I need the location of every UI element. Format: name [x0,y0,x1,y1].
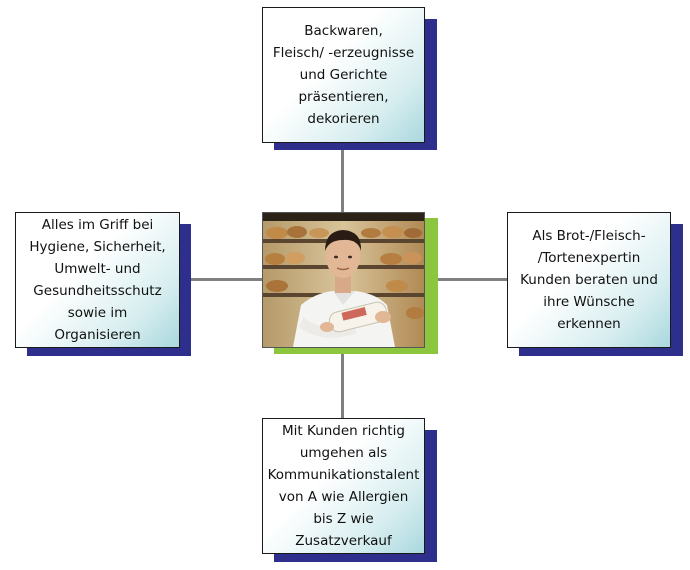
right-box: Als Brot-/Fleisch- /Tortenexpertin Kunde… [507,212,671,348]
bottom-box: Mit Kunden richtig umgehen als Kommunika… [262,418,425,554]
left-box-text: Alles im Griff bei Hygiene, Sicherheit, … [29,214,165,346]
connector-top [341,144,344,212]
connector-left [180,278,262,281]
bottom-line: Kommunikationstalent [267,467,420,483]
center-photo [262,212,425,348]
bottom-line: Zusatzverkauf [295,533,392,549]
bottom-box-text: Mit Kunden richtig umgehen als Kommunika… [268,420,420,552]
top-line: dekorieren [307,111,380,127]
left-line: sowie im [67,305,128,321]
bottom-line: von A wie Allergien [278,489,409,505]
right-line: Kunden beraten und [520,272,658,288]
left-line: Hygiene, Sicherheit, [29,239,166,255]
bottom-line: Mit Kunden richtig [282,423,405,439]
connector-right [425,278,507,281]
bakery-clerk-image [263,213,424,347]
right-line: Als Brot-/Fleisch- [532,228,646,244]
left-line: Umwelt- und [54,261,141,277]
left-box: Alles im Griff bei Hygiene, Sicherheit, … [15,212,180,348]
left-line: Organisieren [54,327,141,343]
top-line: Backwaren, [304,23,383,39]
right-line: erkennen [557,316,621,332]
right-line: ihre Wünsche [543,294,635,310]
left-line: Alles im Griff bei [41,217,154,233]
right-line: /Tortenexpertin [537,250,641,266]
top-line: und Gerichte [299,67,388,83]
bottom-line: umgehen als [299,445,388,461]
left-line: Gesundheitsschutz [33,283,162,299]
connector-bottom [341,348,344,418]
bottom-line: bis Z wie [313,511,374,527]
top-line: Fleisch/ -erzeugnisse [272,45,415,61]
top-line: präsentieren, [298,89,389,105]
top-box: Backwaren, Fleisch/ -erzeugnisse und Ger… [262,7,425,143]
top-box-text: Backwaren, Fleisch/ -erzeugnisse und Ger… [273,20,414,130]
right-box-text: Als Brot-/Fleisch- /Tortenexpertin Kunde… [520,225,658,335]
